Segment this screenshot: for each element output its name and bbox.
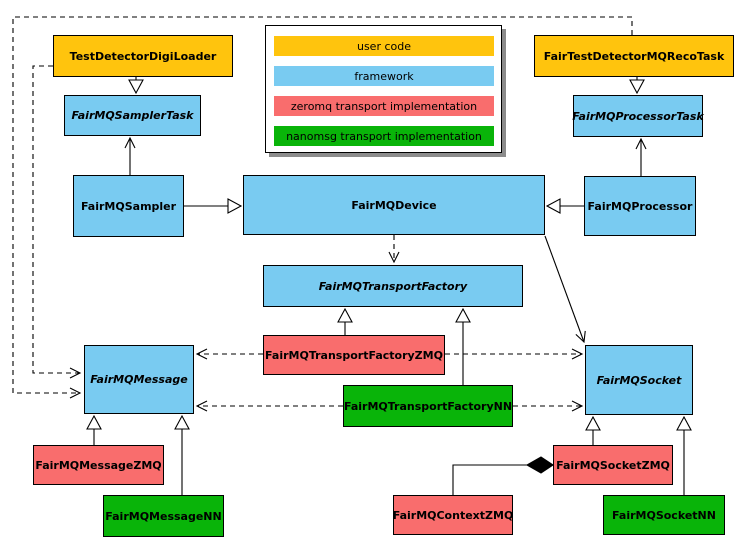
edge-digiloader-message	[32, 65, 82, 379]
node-fair-test-detector-mq-reco-task: FairTestDetectorMQRecoTask	[534, 35, 734, 77]
legend-item-nanomsg: nanomsg transport implementation	[274, 126, 494, 146]
node-fairmq-transport-factory-nn: FairMQTransportFactoryNN	[343, 385, 513, 427]
node-fairmq-socket: FairMQSocket	[585, 345, 693, 415]
node-fairmq-message-nn: FairMQMessageNN	[103, 495, 224, 537]
edge-device-socket	[544, 235, 586, 344]
node-fairmq-sampler-task: FairMQSamplerTask	[64, 95, 201, 136]
node-fairmq-socket-zmq: FairMQSocketZMQ	[553, 445, 673, 485]
legend-item-framework: framework	[274, 66, 494, 86]
node-fairmq-transport-factory-zmq: FairMQTransportFactoryZMQ	[263, 335, 445, 375]
node-fairmq-context-zmq: FairMQContextZMQ	[393, 495, 513, 535]
legend: user code framework zeromq transport imp…	[265, 25, 502, 153]
node-fairmq-sampler: FairMQSampler	[73, 175, 184, 237]
node-fairmq-socket-nn: FairMQSocketNN	[603, 495, 725, 535]
legend-item-zeromq: zeromq transport implementation	[274, 96, 494, 116]
legend-item-user-code: user code	[274, 36, 494, 56]
node-fairmq-transport-factory: FairMQTransportFactory	[263, 265, 523, 307]
edge-contextzmq-socketzmq	[452, 464, 528, 495]
edge-recotask-message	[12, 16, 633, 399]
node-fairmq-message: FairMQMessage	[84, 345, 194, 414]
node-fairmq-processor-task: FairMQProcessorTask	[572, 95, 704, 137]
node-test-detector-digi-loader: TestDetectorDigiLoader	[53, 35, 233, 77]
node-fairmq-message-zmq: FairMQMessageZMQ	[33, 445, 164, 485]
composition-diamond	[525, 456, 554, 474]
node-fairmq-processor: FairMQProcessor	[584, 176, 696, 236]
node-fairmq-device: FairMQDevice	[243, 175, 545, 235]
